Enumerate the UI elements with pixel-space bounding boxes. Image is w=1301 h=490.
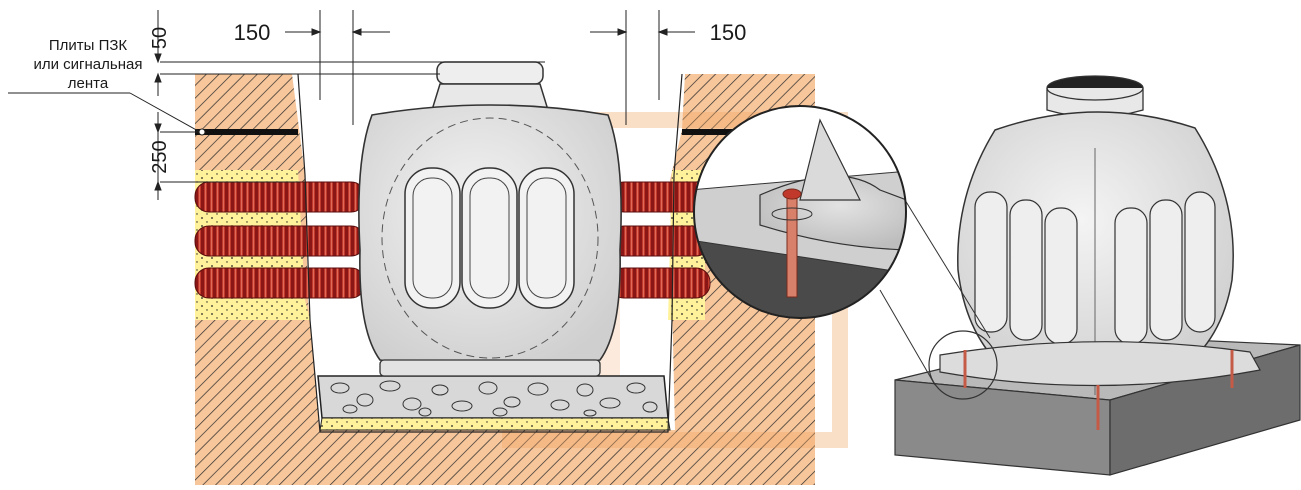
detail-leader-bottom	[879, 289, 936, 386]
pipes-left	[194, 181, 366, 299]
gravel-base	[317, 375, 669, 419]
dim-bury-depth: 250	[149, 140, 171, 173]
callout-line-1: Плиты ПЗК	[49, 37, 128, 54]
excavation-outline	[297, 73, 683, 433]
soil-bottom	[195, 430, 680, 485]
pipes-right	[609, 181, 711, 299]
dim-left-gap: 150	[234, 20, 271, 45]
callout-line-3: лента	[68, 75, 109, 92]
dim-right-gap: 150	[710, 20, 747, 45]
dimension-lines	[8, 10, 695, 200]
sand-bedding-bottom	[319, 417, 671, 431]
detail-marker-circle	[928, 330, 998, 400]
detail-leader-top	[904, 199, 991, 339]
tank-3d	[939, 75, 1261, 395]
septic-tank-icon	[358, 61, 622, 377]
dim-top-clearance: 50	[149, 27, 171, 49]
anchor-rods	[963, 350, 1234, 430]
callout-line-2: или сигнальная	[34, 56, 143, 73]
